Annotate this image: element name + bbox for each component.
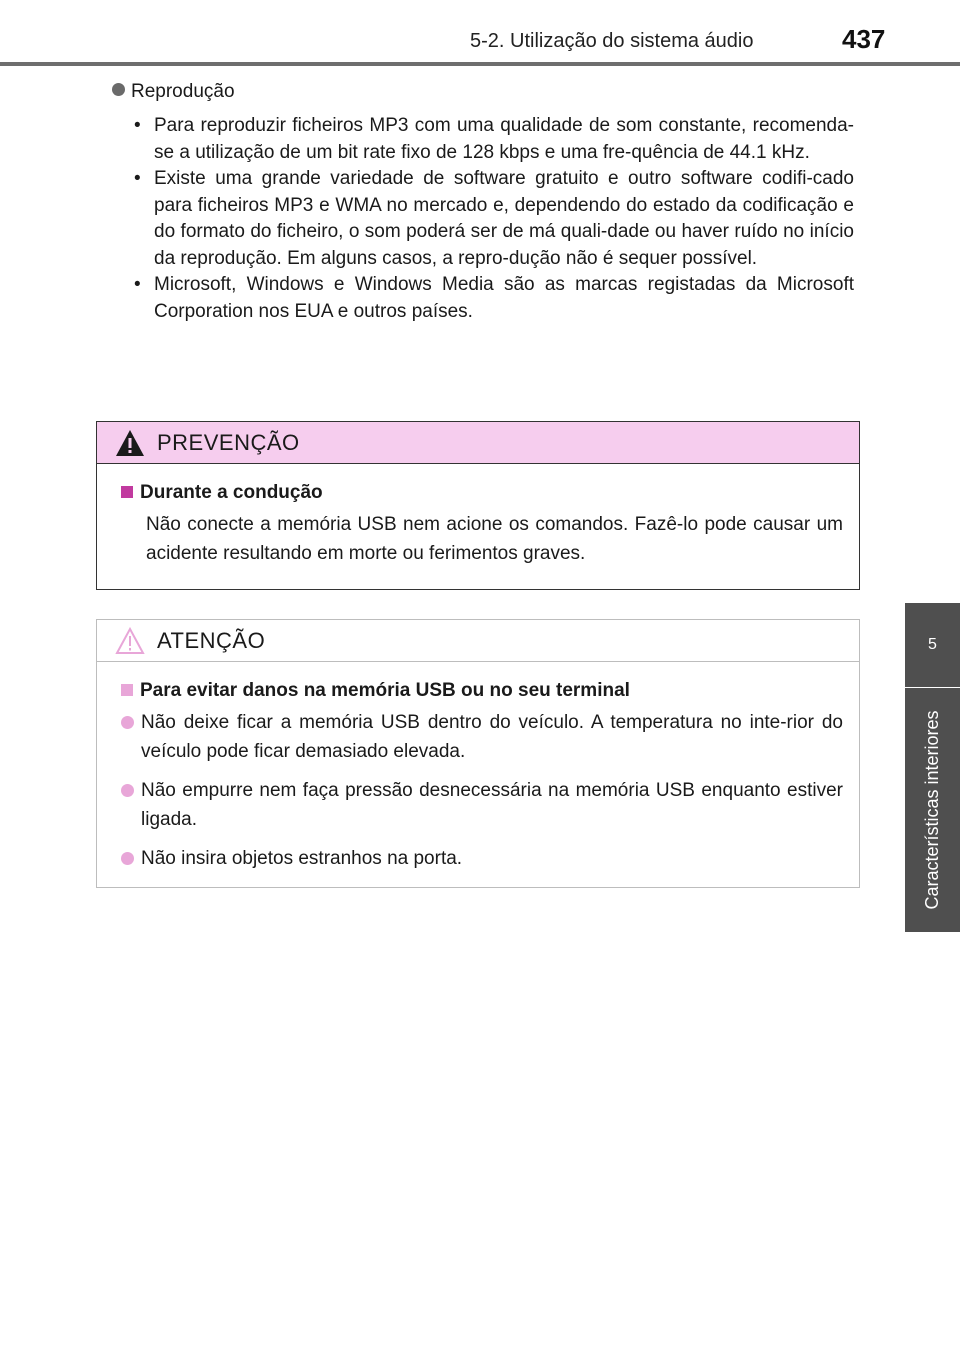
circle-bullet-icon	[121, 784, 134, 797]
list-item: Microsoft, Windows e Windows Media são a…	[134, 272, 854, 325]
warning-box-header: PREVENÇÃO	[97, 422, 859, 464]
caution-triangle-outline-icon	[115, 626, 145, 654]
notice-title: ATENÇÃO	[157, 627, 266, 653]
notice-heading: Para evitar danos na memória USB ou no s…	[121, 678, 845, 704]
circle-bullet-icon	[121, 852, 134, 865]
list-item-text: Não insira objetos estranhos na porta.	[141, 848, 463, 869]
list-item: Não empurre nem faça pressão desnecessár…	[121, 776, 845, 834]
chapter-number: 5	[928, 636, 937, 653]
warning-heading: Durante a condução	[121, 480, 845, 506]
topic-heading: Reprodução	[112, 80, 235, 104]
list-item: Para reproduzir ficheiros MP3 com uma qu…	[134, 113, 854, 166]
list-item: Existe uma grande variedade de software …	[134, 166, 854, 272]
page-number: 437	[842, 24, 886, 54]
square-bullet-icon	[121, 486, 133, 498]
warning-body: Durante a condução Não conecte a memória…	[97, 464, 859, 568]
circle-bullet-icon	[121, 716, 134, 729]
header-divider	[0, 62, 960, 66]
notice-heading-text: Para evitar danos na memória USB ou no s…	[140, 680, 630, 701]
warning-text: Não conecte a memória USB nem acione os …	[146, 514, 843, 564]
topic-label: Reprodução	[131, 81, 235, 102]
square-bullet-icon	[121, 684, 133, 696]
chapter-title-tab: Características interiores	[905, 688, 960, 932]
warning-title: PREVENÇÃO	[157, 429, 300, 455]
warning-box: PREVENÇÃO Durante a condução Não conecte…	[96, 421, 860, 590]
playback-notes-list: Para reproduzir ficheiros MP3 com uma qu…	[134, 113, 854, 325]
section-title: 5-2. Utilização do sistema áudio	[470, 30, 754, 52]
notice-box-header: ATENÇÃO	[97, 620, 859, 662]
list-item: Não insira objetos estranhos na porta.	[121, 844, 845, 873]
notice-box: ATENÇÃO Para evitar danos na memória USB…	[96, 619, 860, 888]
notice-body: Para evitar danos na memória USB ou no s…	[97, 662, 859, 873]
warning-triangle-icon	[116, 429, 144, 456]
list-item-text: Não deixe ficar a memória USB dentro do …	[141, 712, 843, 762]
chapter-title: Características interiores	[922, 710, 942, 910]
topic-bullet-icon	[112, 83, 125, 97]
notice-list: Não deixe ficar a memória USB dentro do …	[121, 708, 845, 873]
warning-heading-text: Durante a condução	[140, 482, 323, 503]
list-item: Não deixe ficar a memória USB dentro do …	[121, 708, 845, 766]
list-item-text: Não empurre nem faça pressão desnecessár…	[141, 780, 843, 830]
chapter-number-tab: 5	[905, 603, 960, 687]
